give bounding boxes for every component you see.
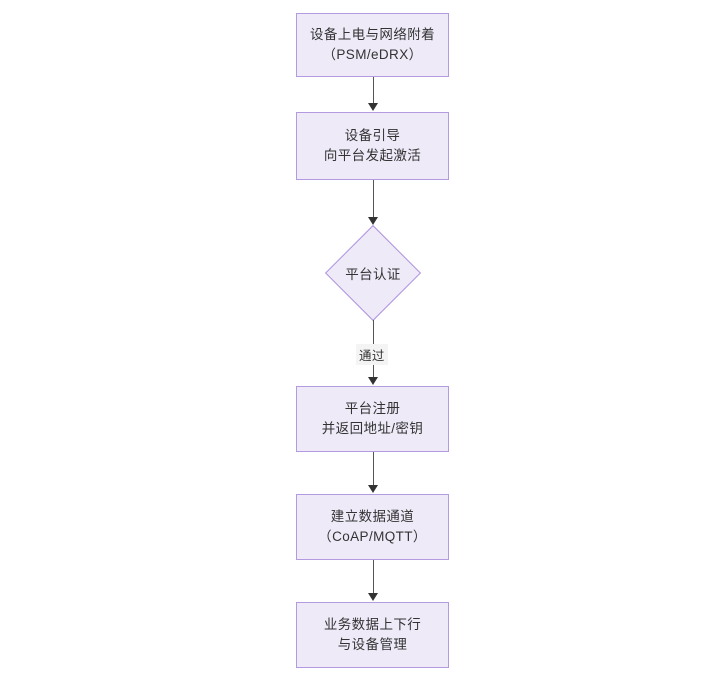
flow-node-platform-register[interactable]: 平台注册 并返回地址/密钥: [296, 386, 449, 452]
flow-edge-n3-n4-arrowhead: [368, 377, 378, 385]
flow-node-business-data[interactable]: 业务数据上下行 与设备管理: [296, 602, 449, 668]
flow-node-line-1: 设备上电与网络附着: [309, 27, 436, 43]
flow-node-line-1: 平台注册: [344, 401, 401, 417]
flow-edge-n5-n6-arrowhead: [368, 593, 378, 601]
flow-node-line-2: 并返回地址/密钥: [321, 421, 424, 436]
flow-node-line-1: 业务数据上下行: [323, 617, 422, 633]
flow-node-line-2: 与设备管理: [337, 637, 408, 652]
flow-node-line-2: （CoAP/MQTT）: [318, 529, 427, 544]
flow-node-platform-auth-decision[interactable]: 平台认证: [324, 224, 422, 322]
flow-node-device-power-on[interactable]: 设备上电与网络附着 （PSM/eDRX）: [296, 13, 449, 77]
flow-edge-n5-n6-line: [372, 560, 374, 593]
flow-node-line-2: 向平台发起激活: [323, 148, 422, 163]
flow-edge-n1-n2-arrowhead: [368, 103, 378, 111]
flow-node-line-1: 建立数据通道: [330, 509, 415, 525]
flow-edge-label-pass: 通过: [356, 344, 388, 365]
flow-edge-n4-n5-line: [372, 452, 374, 485]
flow-node-line-2: （PSM/eDRX）: [322, 47, 423, 62]
flow-node-line-1: 平台认证: [345, 267, 401, 282]
flow-node-device-bootstrap[interactable]: 设备引导 向平台发起激活: [296, 112, 449, 180]
flow-edge-n2-n3-arrowhead: [368, 217, 378, 225]
flow-edge-n4-n5-arrowhead: [368, 485, 378, 493]
flow-edge-n1-n2-line: [372, 77, 374, 104]
flow-edge-n2-n3-line: [372, 180, 374, 218]
flow-node-line-1: 设备引导: [344, 128, 401, 144]
flow-node-data-channel[interactable]: 建立数据通道 （CoAP/MQTT）: [296, 494, 449, 560]
